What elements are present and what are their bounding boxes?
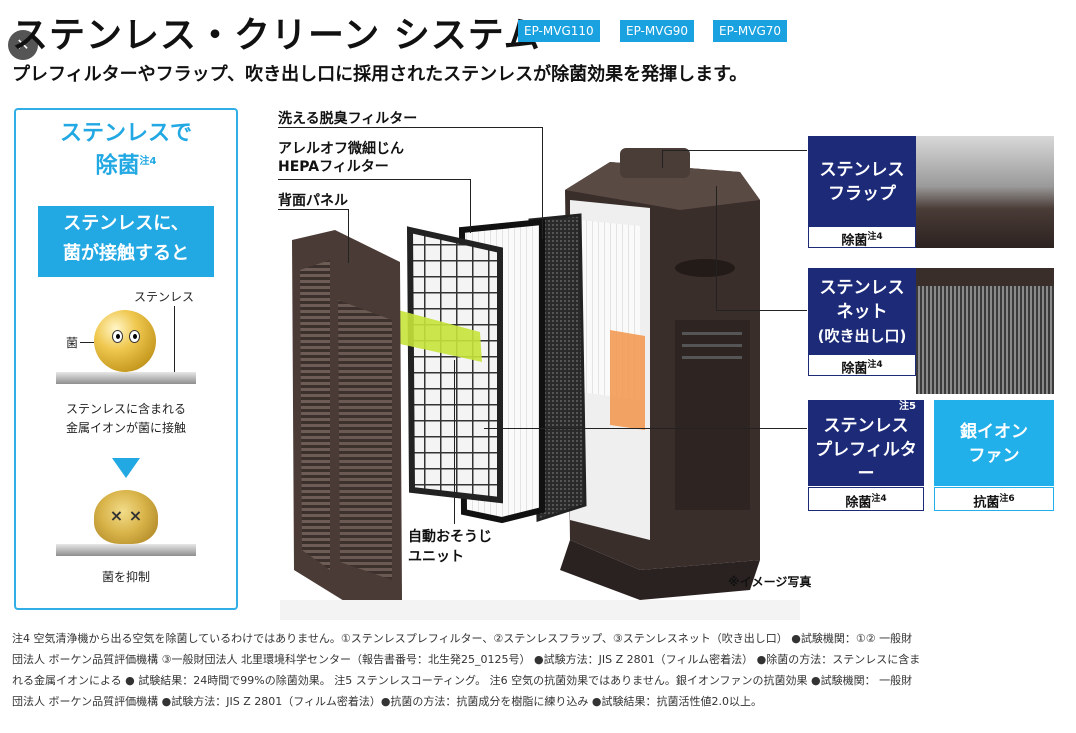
feature-flap-title: ステンレス フラップ: [808, 136, 916, 226]
label-deodorizing-filter: 洗える脱臭フィルター: [278, 111, 418, 127]
net-caption-text: 除菌: [841, 361, 868, 377]
label-auto-line2: ユニット: [408, 549, 464, 565]
model-badge-2: EP-MVG90: [620, 20, 695, 42]
leader-back-v: [348, 209, 349, 263]
label-back-panel: 背面パネル: [278, 193, 348, 209]
leader-flap: [662, 150, 807, 151]
net-photo: [916, 268, 1054, 394]
page-title: ステンレス・クリーン システム: [12, 15, 541, 56]
fan-caption: 抗菌注6: [934, 487, 1054, 511]
germ-illustration: [94, 310, 156, 372]
panel-heading-line2: 除菌: [95, 153, 140, 179]
flap-title-line1: ステンレス: [819, 160, 905, 180]
label-hepa-line2: HEPAフィルター: [278, 159, 389, 175]
footnote-line-4: 団法人 ボーケン品質評価機構 ●試験方法：JIS Z 2801（フィルム密着法）…: [12, 695, 762, 708]
leader-prefilter: [484, 428, 807, 429]
leader-hepa-h: [278, 179, 470, 180]
air-purifier-exploded-illustration: [280, 148, 800, 620]
net-title-line3: (吹き出し口): [817, 327, 907, 345]
prefilter-note: 注5: [899, 401, 916, 412]
footnotes: 注4 空気清浄機から出る空気を除菌しているわけではありません。①ステンレスプレフ…: [12, 628, 1064, 712]
steel-surface-2: [56, 544, 196, 556]
net-title-line1: ステンレス: [819, 278, 905, 298]
fan-title-line2: ファン: [968, 446, 1020, 466]
arrow-down-icon: [112, 458, 140, 478]
leader-back-h: [278, 209, 348, 210]
page-subtitle: プレフィルターやフラップ、吹き出し口に採用されたステンレスが除菌効果を発揮します…: [12, 64, 748, 85]
model-badge-1: EP-MVG110: [518, 20, 600, 42]
flap-caption-note: 注4: [867, 232, 883, 242]
contact-callout: ステンレスに、 菌が接触すると: [38, 206, 214, 277]
prefilter-title-line1: ステンレス: [823, 416, 909, 436]
model-badge-3: EP-MVG70: [713, 20, 788, 42]
fan-caption-note: 注6: [999, 494, 1015, 504]
suppressed-germ-illustration: × ×: [94, 490, 158, 544]
flap-title-line2: フラップ: [828, 184, 896, 204]
leader-flap-v: [662, 150, 663, 168]
germ-leader-line: [80, 342, 94, 343]
feature-fan-title: 銀イオン ファン: [934, 400, 1054, 486]
germ-eye-left: [112, 330, 123, 343]
label-auto-clean-unit: 自動おそうじ ユニット: [408, 527, 492, 567]
prefilter-caption: 除菌注4: [808, 487, 924, 511]
fan-title-line1: 銀イオン: [960, 422, 1028, 442]
panel-heading-line1: ステンレスで: [59, 121, 192, 146]
callout-line1: ステンレスに、: [63, 213, 189, 234]
label-auto-line1: 自動おそうじ: [408, 529, 492, 545]
ion-caption-line1: ステンレスに含まれる: [65, 402, 186, 416]
feature-prefilter-title: 注5 ステンレス プレフィルター: [808, 400, 924, 486]
leader-hepa-v: [470, 179, 471, 233]
leader-net-v: [716, 186, 717, 310]
stainless-explainer-panel: ステンレスで 除菌注4 ステンレスに、 菌が接触すると ステンレス 菌 ステンレ…: [14, 108, 238, 610]
feature-net-title: ステンレス ネット (吹き出し口): [808, 268, 916, 354]
leader-auto-clean: [454, 360, 455, 524]
auto-clean-brush: [398, 310, 482, 362]
net-caption-note: 注4: [867, 360, 883, 370]
footnote-line-1: 注4 空気清浄機から出る空気を除菌しているわけではありません。①ステンレスプレフ…: [12, 632, 913, 645]
leader-deodor-v: [542, 127, 543, 239]
image-note: ※イメージ写真: [728, 575, 812, 589]
footnote-line-2: 団法人 ボーケン品質評価機構 ③一般財団法人 北里環境科学センター（報告書番号：…: [12, 653, 921, 666]
prefilter: [406, 226, 503, 504]
net-caption: 除菌注4: [808, 354, 916, 376]
flap-caption-text: 除菌: [841, 233, 868, 249]
steel-surface: [56, 372, 196, 384]
prefilter-title-line2: プレフィルター: [815, 440, 917, 484]
label-hepa-line1: アレルオフ微細じん: [278, 141, 404, 157]
footnote-line-3: れる金属イオンによる ● 試験結果：24時間で99%の除菌効果。 注5 ステンレ…: [12, 674, 913, 687]
leader-net-h: [716, 310, 807, 311]
suppress-caption: 菌を抑制: [101, 570, 150, 584]
net-title-line2: ネット: [836, 302, 888, 322]
prefilter-caption-note: 注4: [871, 494, 887, 504]
prefilter-caption-text: 除菌: [845, 495, 872, 511]
fan-caption-text: 抗菌: [973, 495, 1000, 511]
flap-caption: 除菌注4: [808, 226, 916, 248]
panel-heading: ステンレスで 除菌注4: [16, 120, 236, 180]
purifier-body: [560, 148, 760, 600]
steel-leader-line: [174, 306, 175, 382]
callout-line2: 菌が接触すると: [63, 243, 189, 264]
germ-eye-right: [129, 330, 140, 343]
germ-x-eyes: × ×: [109, 506, 143, 525]
steel-label: ステンレス: [134, 290, 195, 304]
label-hepa-filter: アレルオフ微細じん HEPAフィルター: [278, 140, 404, 176]
panel-heading-note: 注4: [139, 156, 157, 167]
close-icon[interactable]: ✕: [8, 30, 38, 60]
leader-deodor-h: [278, 127, 542, 128]
flap-photo: [916, 136, 1054, 248]
ion-caption: ステンレスに含まれる 金属イオンが菌に接触: [16, 400, 236, 438]
ion-caption-line2: 金属イオンが菌に接触: [65, 421, 186, 435]
germ-label: 菌: [66, 336, 79, 350]
